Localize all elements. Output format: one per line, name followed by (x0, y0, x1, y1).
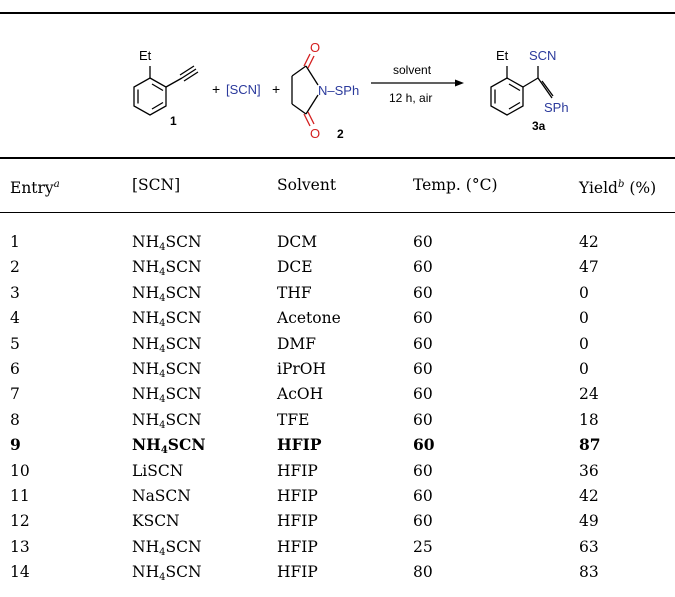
cell-scn-source: NH4SCN (132, 435, 206, 457)
cell-yield: 24 (579, 385, 599, 404)
cell-scn-source: NH4SCN (132, 360, 202, 380)
cell-entry: 7 (10, 385, 20, 404)
cell-scn-source: NH4SCN (132, 537, 202, 558)
cell-yield: 83 (579, 563, 599, 582)
cell-yield: 0 (579, 283, 589, 302)
reactant-2-structure (291, 53, 319, 127)
header-yield: Yieldb (%) (579, 179, 657, 197)
header-temp: Temp. (°C) (413, 176, 498, 194)
cell-yield: 18 (579, 410, 599, 429)
cell-scn-source: NH4SCN (132, 309, 202, 330)
header-rule (0, 212, 675, 213)
product-sph-group: SPh (544, 100, 569, 115)
cell-entry: 12 (10, 512, 30, 531)
cell-temp: 60 (413, 258, 433, 277)
cell-temp: 80 (413, 563, 433, 582)
reactant-1-label: 1 (170, 114, 177, 128)
cell-solvent: Acetone (277, 309, 341, 328)
cell-temp: 60 (413, 309, 433, 328)
cell-entry: 10 (10, 461, 30, 480)
cell-entry: 13 (10, 537, 30, 556)
cell-solvent: HFIP (277, 435, 322, 455)
cell-scn-source: NH4SCN (132, 233, 202, 253)
header-solvent: Solvent (277, 176, 337, 194)
cell-scn-source: NH4SCN (132, 385, 202, 406)
cell-yield: 49 (579, 512, 599, 531)
top-rule (0, 12, 675, 14)
cell-temp: 60 (413, 360, 433, 378)
cell-solvent: iPrOH (277, 360, 327, 378)
carbonyl-oxygen-top: O (310, 40, 320, 55)
cell-temp: 60 (413, 435, 435, 455)
product-scn-group: SCN (529, 48, 556, 63)
cell-solvent: THF (277, 283, 312, 302)
thiocyanate-reagent: [SCN] (226, 82, 261, 97)
cell-solvent: AcOH (277, 385, 324, 404)
reaction-scheme: Et 1 + [SCN] + O O N–SPh 2 solvent 12 h,… (133, 40, 569, 141)
product-substituent: Et (496, 48, 509, 63)
cell-temp: 25 (413, 537, 433, 556)
cell-temp: 60 (413, 461, 433, 480)
cell-solvent: HFIP (277, 487, 318, 505)
cell-scn-source: NH4SCN (132, 258, 202, 279)
reactant-1-structure (133, 65, 199, 116)
cell-yield: 0 (579, 334, 589, 353)
arrow-condition-solvent: solvent (393, 63, 432, 77)
cell-yield: 63 (579, 537, 599, 556)
cell-entry: 11 (10, 487, 30, 505)
cell-solvent: HFIP (277, 537, 318, 556)
cell-scn-source: LiSCN (132, 461, 184, 480)
cell-entry: 6 (10, 360, 20, 378)
cell-solvent: DCM (277, 233, 318, 251)
cell-scn-source: NaSCN (132, 487, 191, 505)
cell-entry: 5 (10, 334, 20, 353)
cell-solvent: HFIP (277, 563, 318, 582)
n-sph-group: N–SPh (318, 83, 359, 98)
cell-solvent: HFIP (277, 512, 318, 531)
header-scn: [SCN] (132, 176, 181, 194)
cell-yield: 42 (579, 233, 599, 251)
cell-entry: 4 (10, 309, 20, 328)
cell-entry: 2 (10, 258, 20, 277)
cell-yield: 87 (579, 435, 601, 455)
cell-solvent: DCE (277, 258, 313, 277)
cell-scn-source: KSCN (132, 512, 180, 531)
cell-temp: 60 (413, 512, 433, 531)
plus-sign-1: + (212, 81, 220, 97)
cell-scn-source: NH4SCN (132, 563, 202, 584)
cell-entry: 1 (10, 233, 20, 251)
cell-entry: 3 (10, 283, 20, 302)
cell-temp: 60 (413, 283, 433, 302)
scheme-divider-rule (0, 157, 675, 159)
cell-scn-source: NH4SCN (132, 410, 202, 431)
cell-temp: 60 (413, 385, 433, 404)
cell-entry: 9 (10, 435, 21, 455)
cell-yield: 42 (579, 487, 599, 505)
carbonyl-oxygen-bottom: O (310, 126, 320, 141)
cell-temp: 60 (413, 334, 433, 353)
header-entry: Entrya (10, 179, 60, 197)
plus-sign-2: + (272, 81, 280, 97)
product-structure (490, 66, 554, 116)
cell-solvent: HFIP (277, 461, 318, 480)
cell-temp: 60 (413, 487, 433, 505)
cell-solvent: DMF (277, 334, 317, 353)
cell-yield: 47 (579, 258, 599, 277)
arrow-condition-time-air: 12 h, air (389, 91, 432, 105)
cell-temp: 60 (413, 233, 433, 251)
cell-solvent: TFE (277, 410, 310, 429)
cell-entry: 8 (10, 410, 20, 429)
reactant-2-label: 2 (337, 127, 344, 141)
cell-entry: 14 (10, 563, 30, 582)
reaction-arrow (371, 79, 464, 87)
cell-scn-source: NH4SCN (132, 334, 202, 355)
cell-scn-source: NH4SCN (132, 283, 202, 304)
product-label: 3a (532, 119, 546, 133)
cell-yield: 0 (579, 360, 589, 378)
reactant-1-substituent: Et (139, 48, 152, 63)
cell-yield: 36 (579, 461, 599, 480)
cell-yield: 0 (579, 309, 589, 328)
cell-temp: 60 (413, 410, 433, 429)
